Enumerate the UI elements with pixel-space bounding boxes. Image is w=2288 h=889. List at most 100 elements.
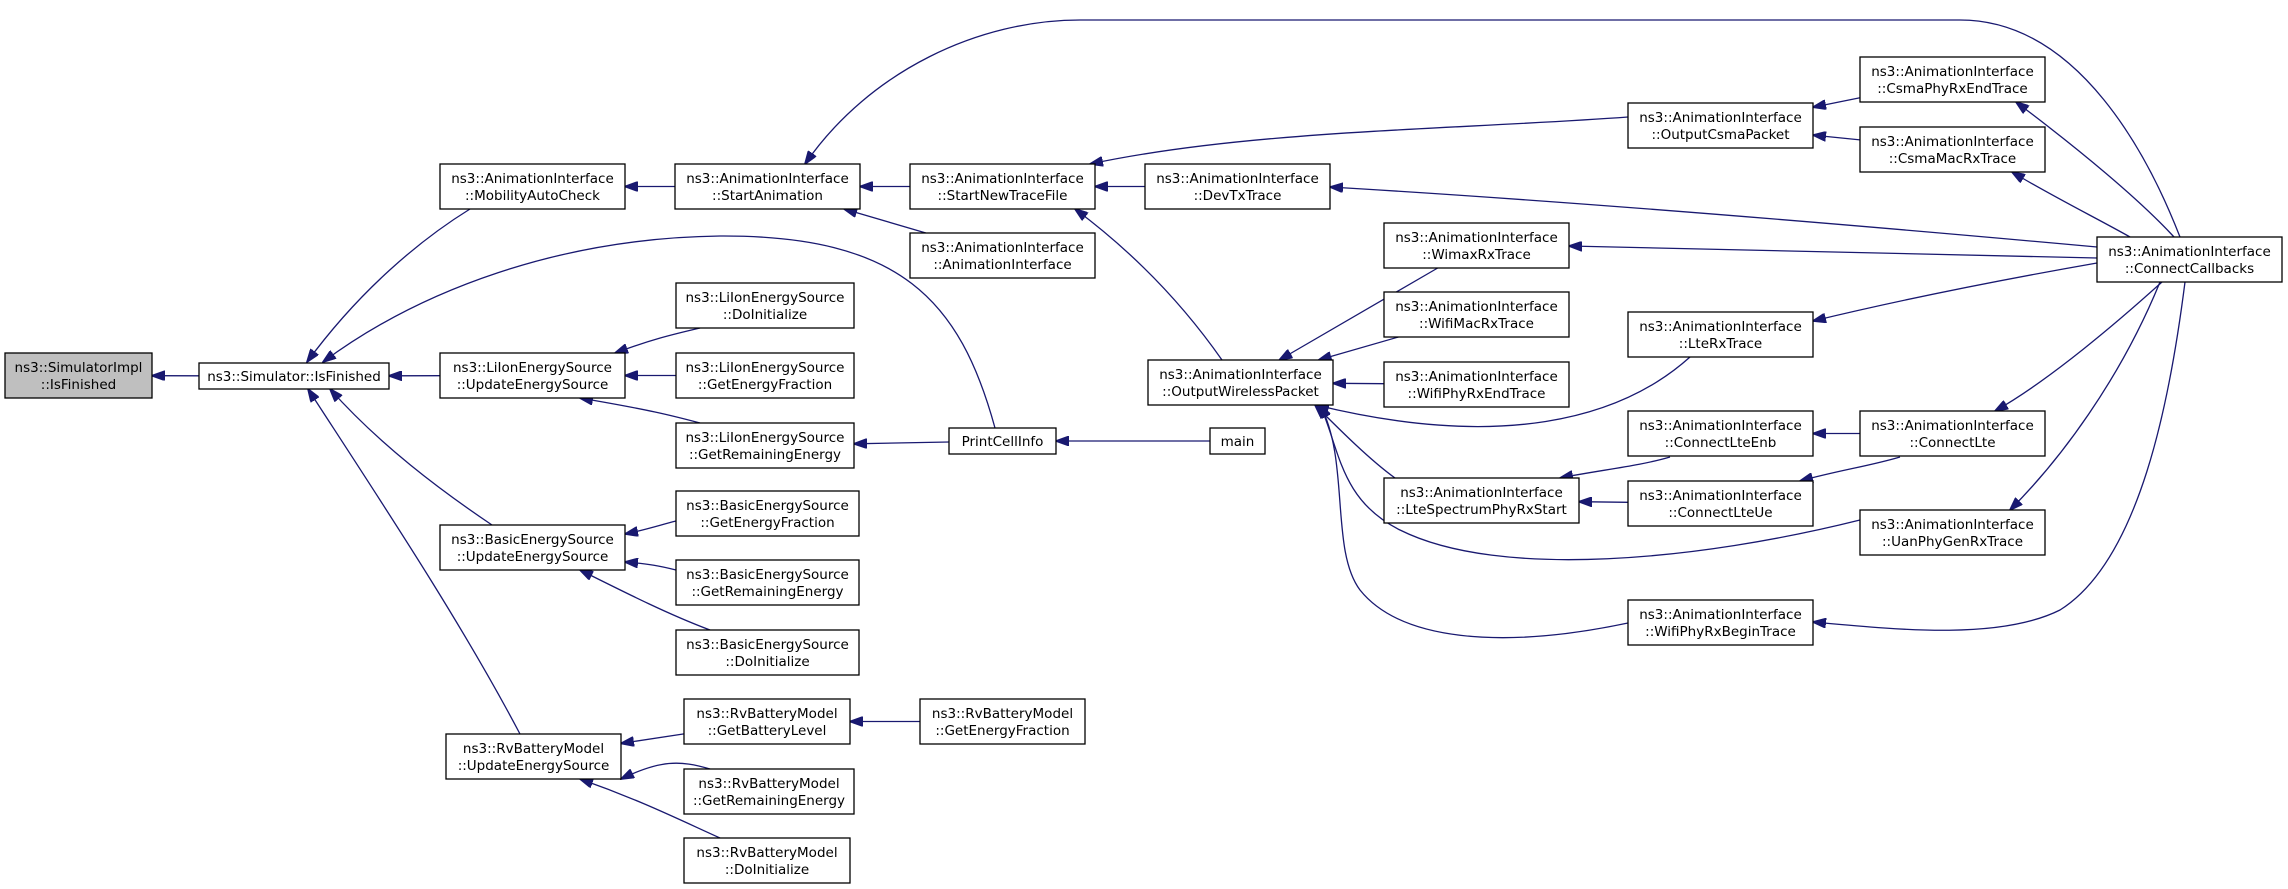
call-edge-n8-to-n7 [1813, 97, 1861, 107]
node-box [683, 698, 851, 745]
graph-node-n29[interactable]: ns3::BasicEnergySource::GetEnergyFractio… [675, 490, 860, 537]
node-label-line: ns3::BasicEnergySource [686, 637, 849, 653]
node-box [445, 733, 622, 780]
graph-node-n31[interactable]: ns3::BasicEnergySource::DoInitialize [675, 629, 860, 676]
graph-node-n16[interactable]: main [1209, 427, 1266, 455]
node-label-line: ::WifiPhyRxBeginTrace [1645, 624, 1796, 640]
graph-node-n0[interactable]: ns3::SimulatorImpl::IsFinished [4, 352, 153, 399]
graph-node-n9[interactable]: ns3::AnimationInterface::CsmaMacRxTrace [1859, 126, 2046, 173]
node-label-line: ns3::AnimationInterface [1639, 488, 1802, 504]
graph-node-n7[interactable]: ns3::AnimationInterface::OutputCsmaPacke… [1627, 102, 1814, 149]
node-label-line: ::WifiPhyRxEndTrace [1408, 386, 1546, 402]
node-label-line: ns3::LiIonEnergySource [686, 360, 845, 376]
call-edge-n29-to-n28 [625, 520, 677, 534]
node-label-line: ns3::LiIonEnergySource [686, 430, 845, 446]
node-label-line: ::MobilityAutoCheck [465, 188, 600, 204]
node-box [2096, 236, 2283, 283]
node-label-line: ns3::AnimationInterface [1395, 299, 1558, 315]
node-box [439, 524, 626, 571]
node-label-line: ns3::AnimationInterface [451, 171, 614, 187]
node-box [1383, 291, 1570, 338]
node-box [1859, 410, 2046, 457]
graph-node-n35[interactable]: ns3::RvBatteryModel::GetRemainingEnergy [683, 768, 855, 815]
node-label-line: ::OutputWirelessPacket [1162, 384, 1319, 400]
node-box [919, 698, 1086, 745]
call-edge-n10-to-n27 [1813, 281, 2186, 631]
graph-node-n18[interactable]: ns3::AnimationInterface::WimaxRxTrace [1383, 222, 1570, 269]
node-box [1209, 427, 1266, 455]
graph-node-n21[interactable]: ns3::AnimationInterface::LteRxTrace [1627, 311, 1814, 358]
node-label-line: ::UpdateEnergySource [458, 758, 610, 774]
graph-node-n5[interactable]: ns3::AnimationInterface::AnimationInterf… [909, 232, 1096, 279]
node-label-line: ::DoInitialize [725, 654, 809, 670]
graph-node-n22[interactable]: ns3::AnimationInterface::LteSpectrumPhyR… [1383, 477, 1580, 524]
graph-node-n26[interactable]: ns3::AnimationInterface::UanPhyGenRxTrac… [1859, 509, 2046, 556]
node-label-line: ns3::BasicEnergySource [451, 532, 614, 548]
call-edge-n32-to-n1 [308, 389, 521, 735]
node-label-line: ns3::LiIonEnergySource [686, 290, 845, 306]
node-box [675, 490, 860, 537]
graph-node-n30[interactable]: ns3::BasicEnergySource::GetRemainingEner… [675, 559, 860, 606]
node-label-line: ns3::AnimationInterface [1395, 369, 1558, 385]
graph-node-n11[interactable]: ns3::LiIonEnergySource::DoInitialize [675, 282, 855, 329]
graph-node-n27[interactable]: ns3::AnimationInterface::WifiPhyRxBeginT… [1627, 599, 1814, 646]
call-edge-n15-to-n14 [854, 442, 950, 444]
graph-node-n33[interactable]: ns3::RvBatteryModel::GetBatteryLevel [683, 698, 851, 745]
node-label-line: ns3::RvBatteryModel [932, 706, 1073, 722]
graph-node-n14[interactable]: ns3::LiIonEnergySource::GetRemainingEner… [675, 422, 855, 469]
graph-node-n8[interactable]: ns3::AnimationInterface::CsmaPhyRxEndTra… [1859, 56, 2046, 103]
node-box [1627, 311, 1814, 358]
graph-node-n10[interactable]: ns3::AnimationInterface::ConnectCallback… [2096, 236, 2283, 283]
node-label-line: ::DoInitialize [723, 307, 807, 323]
node-label-line: ::WimaxRxTrace [1422, 247, 1531, 263]
graph-node-n23[interactable]: ns3::AnimationInterface::ConnectLteEnb [1627, 410, 1814, 457]
graph-node-n15[interactable]: PrintCellInfo [948, 427, 1057, 455]
node-label-line: ::UanPhyGenRxTrace [1882, 534, 2023, 550]
graph-node-n36[interactable]: ns3::RvBatteryModel::DoInitialize [683, 837, 851, 884]
graph-node-n6[interactable]: ns3::AnimationInterface::DevTxTrace [1144, 163, 1331, 210]
graph-node-n13[interactable]: ns3::LiIonEnergySource::GetEnergyFractio… [675, 352, 855, 399]
call-edge-n31-to-n28 [580, 570, 711, 631]
node-label-line: ns3::BasicEnergySource [686, 498, 849, 514]
node-label-line: ::CsmaPhyRxEndTrace [1877, 81, 2028, 97]
node-label-line: ns3::AnimationInterface [1871, 134, 2034, 150]
graph-node-n2[interactable]: ns3::AnimationInterface::MobilityAutoChe… [439, 163, 626, 210]
graph-node-n32[interactable]: ns3::RvBatteryModel::UpdateEnergySource [445, 733, 622, 780]
graph-node-n24[interactable]: ns3::AnimationInterface::ConnectLteUe [1627, 480, 1814, 527]
call-edge-n7-to-n4 [1090, 116, 1629, 164]
node-label-line: ns3::AnimationInterface [1639, 418, 1802, 434]
node-label-line: ::UpdateEnergySource [457, 377, 609, 393]
call-edge-n22-to-n17 [1315, 405, 1396, 479]
node-label-line: ::ConnectLteEnb [1665, 435, 1777, 451]
graph-node-n3[interactable]: ns3::AnimationInterface::StartAnimation [674, 163, 861, 210]
graph-node-n28[interactable]: ns3::BasicEnergySource::UpdateEnergySour… [439, 524, 626, 571]
graph-node-n19[interactable]: ns3::AnimationInterface::WifiMacRxTrace [1383, 291, 1570, 338]
call-edge-n27-to-n17 [1320, 405, 1629, 639]
node-box [675, 629, 860, 676]
node-label-line: ns3::AnimationInterface [1639, 319, 1802, 335]
graph-node-n25[interactable]: ns3::AnimationInterface::ConnectLte [1859, 410, 2046, 457]
node-label-line: ::ConnectLteUe [1668, 505, 1772, 521]
node-label-line: ::CsmaMacRxTrace [1889, 151, 2017, 167]
call-edge-n2-to-n1 [307, 208, 471, 362]
graph-node-n1[interactable]: ns3::Simulator::IsFinished [198, 362, 390, 390]
graph-node-n34[interactable]: ns3::RvBatteryModel::GetEnergyFraction [919, 698, 1086, 745]
node-label-line: ::LteRxTrace [1679, 336, 1762, 352]
call-edge-n17-to-n4 [1075, 209, 1223, 361]
call-edge-n10-to-n8 [2016, 102, 2175, 238]
node-label-line: ns3::AnimationInterface [921, 171, 1084, 187]
graph-node-n20[interactable]: ns3::AnimationInterface::WifiPhyRxEndTra… [1383, 361, 1570, 408]
node-label-line: ns3::BasicEnergySource [686, 567, 849, 583]
call-edge-n5-to-n3 [844, 209, 927, 234]
node-box [683, 837, 851, 884]
node-label-line: ns3::AnimationInterface [1871, 418, 2034, 434]
node-label-line: ns3::AnimationInterface [1871, 64, 2034, 80]
node-label-line: ::IsFinished [41, 377, 116, 393]
node-label-line: ::UpdateEnergySource [457, 549, 609, 565]
graph-node-n17[interactable]: ns3::AnimationInterface::OutputWirelessP… [1147, 359, 1334, 406]
graph-node-n12[interactable]: ns3::LiIonEnergySource::UpdateEnergySour… [439, 352, 626, 399]
graph-node-n4[interactable]: ns3::AnimationInterface::StartNewTraceFi… [909, 163, 1096, 210]
call-edge-n10-to-n26 [2010, 281, 2161, 510]
node-label-line: ::GetRemainingEnergy [691, 584, 843, 600]
